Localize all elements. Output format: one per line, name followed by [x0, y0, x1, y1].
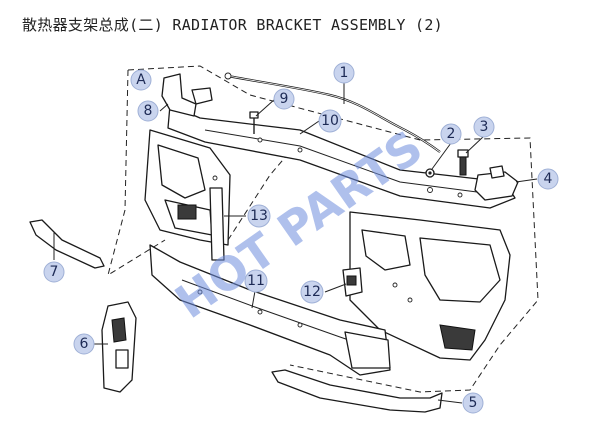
- callout-4: 4: [537, 168, 559, 190]
- part-13-strut: [209, 187, 225, 261]
- svg-text:6: 6: [80, 336, 89, 352]
- svg-text:5: 5: [469, 395, 478, 411]
- callout-9: 9: [273, 88, 295, 110]
- callout-6: 6: [73, 333, 95, 355]
- callout-11: 11: [244, 269, 268, 293]
- part-1-cable-inner: [227, 75, 441, 153]
- assembly-outline: [127, 65, 539, 393]
- svg-text:9: 9: [280, 91, 289, 107]
- svg-text:12: 12: [303, 284, 321, 300]
- svg-text:1: 1: [340, 65, 349, 81]
- callout-2: 2: [440, 123, 462, 145]
- part-3-grommet: [457, 149, 469, 176]
- svg-text:10: 10: [321, 113, 339, 129]
- part-11-lower-member: [149, 244, 391, 376]
- callout-5: 5: [462, 392, 484, 414]
- part-4-mount-bracket: [474, 171, 519, 201]
- svg-text:11: 11: [247, 273, 265, 289]
- svg-text:A: A: [136, 72, 146, 88]
- svg-text:13: 13: [250, 208, 268, 224]
- assembly-outline-inner: [227, 139, 301, 241]
- callout-1: 1: [333, 62, 355, 84]
- svg-text:8: 8: [144, 103, 153, 119]
- part-2-nut: [425, 168, 435, 178]
- part-8-bracket: [161, 73, 197, 117]
- part-10-upper-member: [167, 104, 516, 209]
- callout-3: 3: [473, 116, 495, 138]
- callout-12: 12: [300, 280, 324, 304]
- svg-text:7: 7: [50, 264, 59, 280]
- callout-13: 13: [247, 204, 271, 228]
- diagram-title: 散热器支架总成(二) RADIATOR BRACKET ASSEMBLY (2): [22, 16, 443, 34]
- svg-text:4: 4: [544, 171, 553, 187]
- svg-text:3: 3: [480, 119, 489, 135]
- svg-text:2: 2: [447, 126, 456, 142]
- part-9-bolt: [249, 111, 259, 134]
- callout-8: 8: [137, 100, 159, 122]
- assembly-outline-left: [107, 69, 166, 277]
- part-8-clip: [191, 87, 213, 105]
- part-6-support: [101, 301, 137, 393]
- view-a-label: A: [130, 69, 152, 91]
- callout-10: 10: [318, 109, 342, 133]
- callout-7: 7: [43, 261, 65, 283]
- part-7-deflector: [29, 219, 105, 269]
